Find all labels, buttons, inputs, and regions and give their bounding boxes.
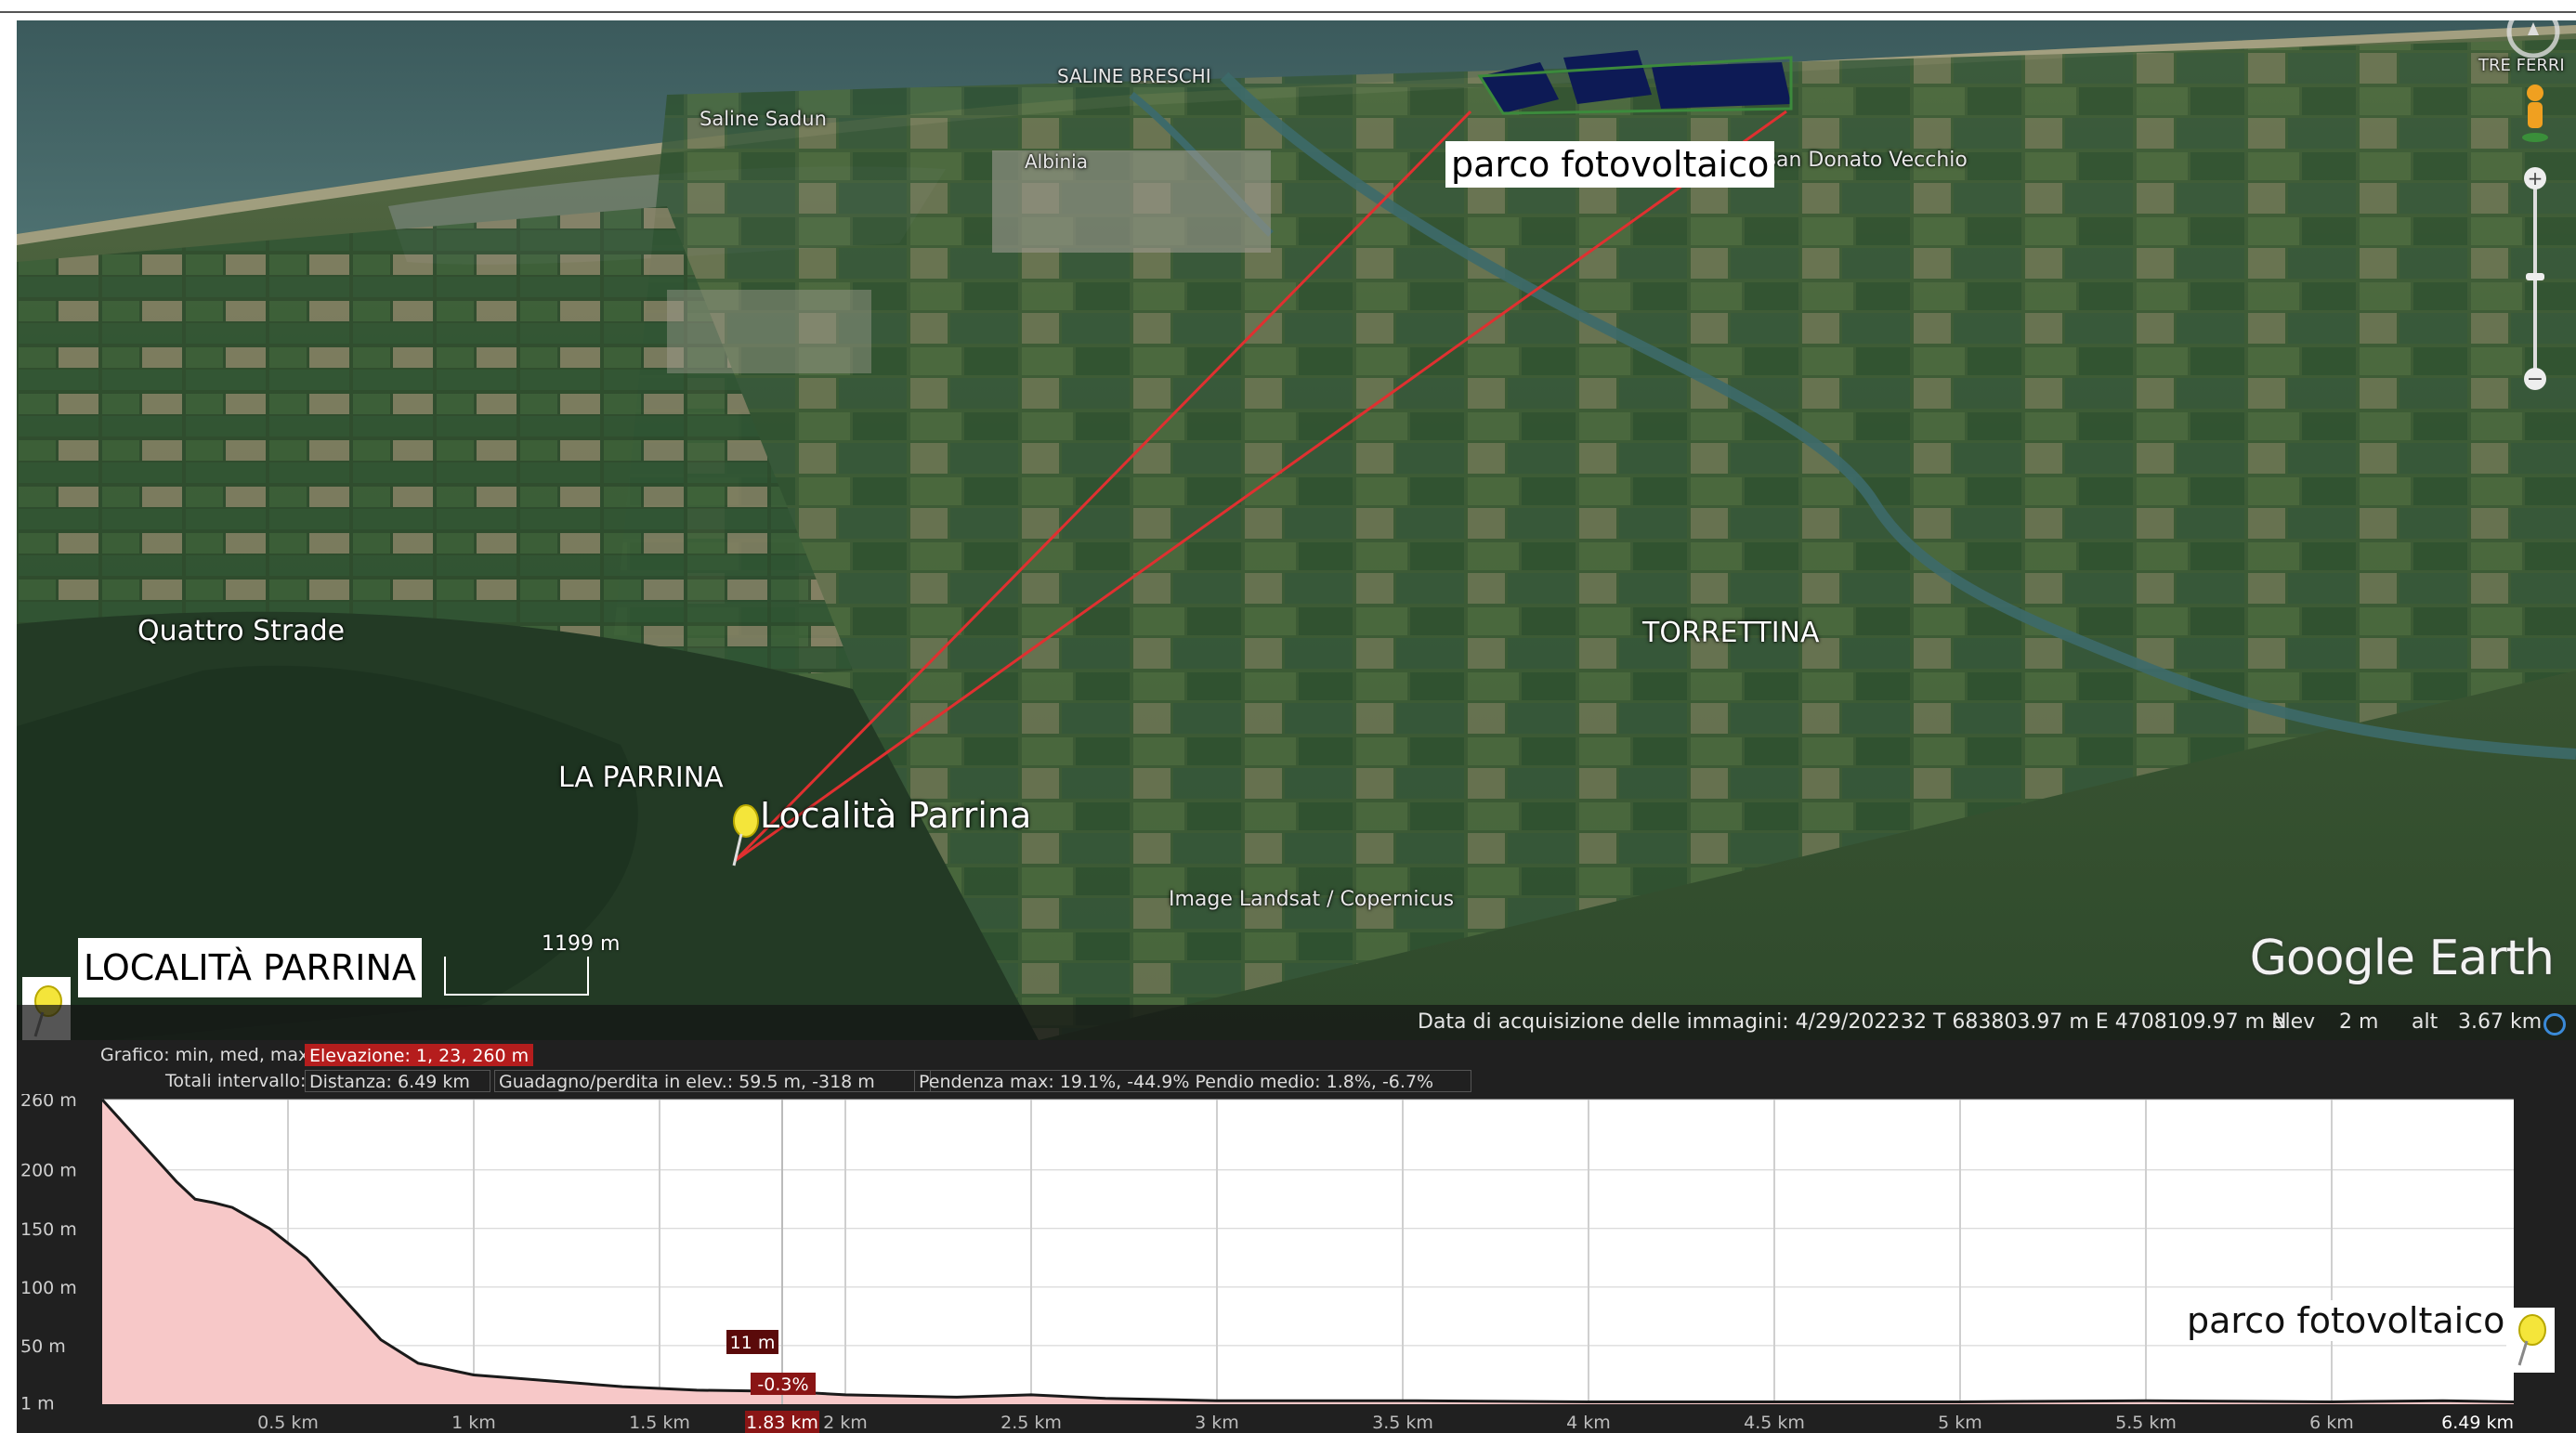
- x-tick-label: 0.5 km: [257, 1413, 319, 1433]
- label-saline-breschi: SALINE BRESCHI: [1057, 65, 1211, 87]
- placemark-pin-icon[interactable]: [723, 801, 769, 875]
- chart-plot-area: [102, 1100, 2514, 1404]
- coordinates: 32 T 683803.97 m E 4708109.97 m N: [1901, 1010, 2287, 1034]
- label-la-parrina: LA PARRINA: [558, 762, 724, 794]
- y-axis-ticks: 260 m 200 m 150 m 100 m 50 m 1 m: [20, 1094, 77, 1414]
- svg-text:11 m: 11 m: [730, 1333, 776, 1353]
- svg-text:−: −: [2527, 368, 2543, 391]
- status-bar: Data di acquisizione delle immagini: 4/2…: [17, 1005, 2576, 1040]
- cursor-elev-tag: 11 m: [726, 1330, 778, 1354]
- y-tick-label: 150 m: [20, 1219, 77, 1240]
- svg-text:1.83 km: 1.83 km: [746, 1413, 818, 1433]
- x-tick-label: 4.5 km: [1744, 1413, 1805, 1433]
- cursor-distance-tag: 1.83 km: [745, 1411, 819, 1433]
- label-tre-ferri: TRE FERRI: [2478, 56, 2565, 75]
- label-quattro-strade: Quattro Strade: [137, 615, 346, 647]
- profile-info: Grafico: min, med, max: Elevazione: 1, 2…: [17, 1040, 2576, 1094]
- x-tick-label: 6.49 km: [2441, 1413, 2514, 1433]
- x-tick-label: 5 km: [1938, 1413, 1982, 1433]
- x-tick-label: 3 km: [1195, 1413, 1239, 1433]
- totals-label: Totali intervallo:: [165, 1071, 307, 1091]
- cursor-slope-tag: -0.3%: [751, 1373, 816, 1395]
- label-saline-sadun: Saline Sadun: [700, 108, 827, 130]
- label-localita-box: LOCALITÀ PARRINA: [78, 938, 422, 997]
- acquisition-date: Data di acquisizione delle immagini: 4/2…: [1418, 1010, 1901, 1034]
- label-albinia: Albinia: [1025, 150, 1088, 173]
- street-view-icon[interactable]: [2522, 85, 2548, 142]
- x-axis-ticks: 0.5 km 1 km 1.5 km 2 km 2.5 km 3 km 3.5 km 4 km…: [257, 1413, 2514, 1433]
- elevation-line: [100, 1098, 2515, 1404]
- zoom-in-icon[interactable]: +: [2524, 167, 2546, 189]
- x-tick-label: 4 km: [1566, 1413, 1611, 1433]
- slope-chip[interactable]: Pendenza max: 19.1%, -44.9% Pendio medio…: [914, 1070, 1471, 1092]
- svg-text:+: +: [2528, 167, 2543, 189]
- sightline-1: [733, 110, 1472, 863]
- label-parco-top: parco fotovoltaico: [1445, 141, 1775, 188]
- x-tick-label: 1 km: [451, 1413, 496, 1433]
- gain-loss-chip[interactable]: Guadagno/perdita in elev.: 59.5 m, -318 …: [494, 1070, 931, 1092]
- google-earth-logo: Google Earth: [2249, 931, 2555, 986]
- alt-label: alt: [2412, 1010, 2439, 1034]
- solar-panels: [1477, 50, 1793, 115]
- compass-icon[interactable]: [2506, 20, 2560, 59]
- top-bar: [0, 0, 2576, 13]
- sightline-2: [734, 110, 1787, 863]
- zoom-slider-handle[interactable]: [2526, 273, 2544, 280]
- y-tick-label: 50 m: [20, 1336, 66, 1357]
- scale-label: 1199 m: [542, 932, 621, 956]
- image-credit: Image Landsat / Copernicus: [1169, 888, 1455, 911]
- y-tick-label: 100 m: [20, 1278, 77, 1298]
- navigation-controls: + −: [2492, 20, 2576, 410]
- y-tick-label: 1 m: [20, 1394, 55, 1414]
- scale-bar: [444, 957, 589, 996]
- y-tick-label: 200 m: [20, 1161, 77, 1181]
- svg-text:-0.3%: -0.3%: [757, 1374, 808, 1395]
- label-torrettina: TORRETTINA: [1642, 617, 1820, 649]
- chart-range-label: Grafico: min, med, max:: [100, 1045, 315, 1065]
- x-tick-label: 6 km: [2309, 1413, 2354, 1433]
- elevation-chart[interactable]: 260 m 200 m 150 m 100 m 50 m 1 m 0.5 km 1 km 1.…: [17, 1094, 2576, 1433]
- elevation-area: [102, 1100, 2514, 1404]
- label-localita-parrina: Località Parrina: [760, 795, 1032, 836]
- map-view[interactable]: SALINE BRESCHI Saline Sadun Albinia San …: [17, 20, 2576, 1040]
- loading-indicator-icon: [2543, 1013, 2566, 1036]
- elev-label: elev: [2272, 1010, 2316, 1034]
- elev-value: 2 m: [2339, 1010, 2379, 1034]
- x-tick-label: 2.5 km: [1000, 1413, 1062, 1433]
- end-pin-icon: [2506, 1308, 2555, 1373]
- profile-end-label: parco fotovoltaico: [2181, 1300, 2511, 1341]
- x-tick-label: 5.5 km: [2115, 1413, 2177, 1433]
- alt-value: 3.67 km: [2458, 1010, 2543, 1034]
- x-tick-label: 1.5 km: [629, 1413, 690, 1433]
- distance-chip[interactable]: Distanza: 6.49 km: [305, 1070, 490, 1092]
- x-tick-label: 2 km: [823, 1413, 868, 1433]
- label-san-donato: San Donato Vecchio: [1763, 149, 1968, 172]
- zoom-out-icon[interactable]: −: [2524, 368, 2546, 391]
- x-tick-label: 3.5 km: [1372, 1413, 1433, 1433]
- elevation-profile-panel: Grafico: min, med, max: Elevazione: 1, 2…: [17, 1040, 2576, 1433]
- elevation-chip[interactable]: Elevazione: 1, 23, 260 m: [305, 1044, 534, 1066]
- y-tick-label: 260 m: [20, 1094, 77, 1111]
